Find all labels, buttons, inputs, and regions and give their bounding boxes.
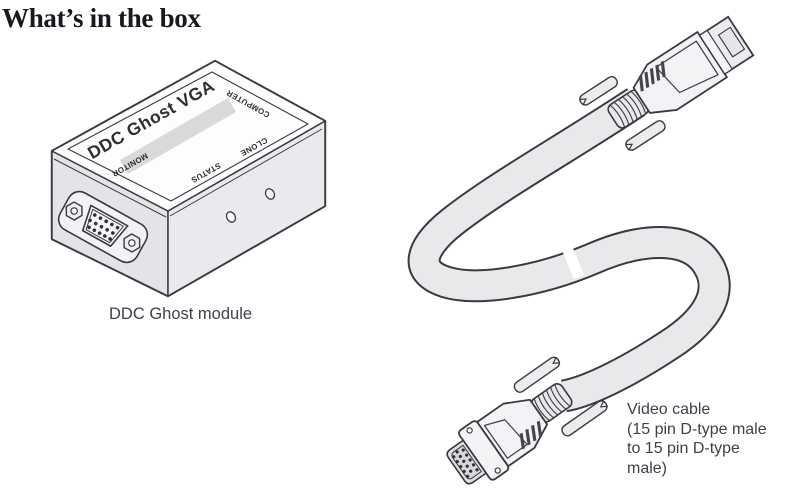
- cable-break-gap: [559, 240, 585, 280]
- cable-caption-line: (15 pin D-type male: [627, 420, 767, 438]
- hex-nut-icon: [65, 201, 83, 221]
- cable-caption-line: to 15 pin D-type: [627, 440, 740, 457]
- cable-cord: [407, 88, 731, 413]
- vga-male-face: [446, 420, 510, 485]
- module-illustration: DDC Ghost VGA COMPUTER CLONE STATUS MONI…: [50, 59, 327, 298]
- connector-shell-end: [698, 15, 755, 76]
- thumbscrews-icon: [513, 356, 608, 437]
- connector-hood: [632, 31, 728, 114]
- module-vga-connector: [57, 190, 149, 264]
- cable-caption-line: male): [627, 459, 668, 477]
- vga-pins: [452, 448, 479, 478]
- page-title: What’s in the box: [2, 3, 201, 33]
- led-hole: [264, 188, 276, 200]
- cable-caption: Video cable (15 pin D-type male to 15 pi…: [627, 400, 767, 478]
- cable-caption-line: Video cable: [627, 401, 711, 418]
- cable-connector-bottom: [446, 356, 608, 485]
- hex-nut-icon: [123, 233, 141, 253]
- cable-illustration: [407, 15, 755, 485]
- module-caption: DDC Ghost module: [109, 305, 253, 323]
- module-label-stripe: [120, 98, 236, 174]
- thumbscrews-icon: [579, 76, 666, 151]
- cable-connector-top: [579, 15, 755, 151]
- led-hole: [225, 211, 237, 223]
- vga-socket-holes: [87, 213, 120, 241]
